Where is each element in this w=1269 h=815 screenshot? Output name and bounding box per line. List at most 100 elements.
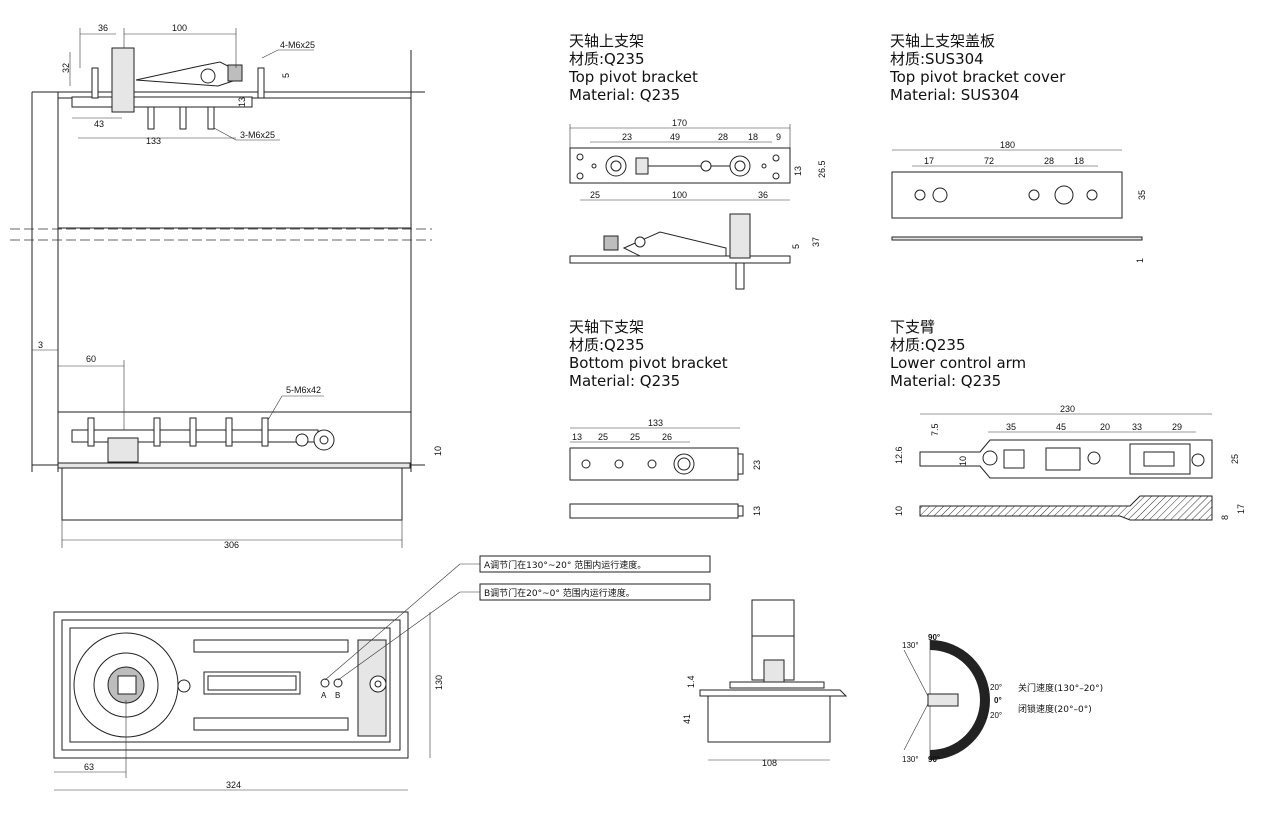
main-dim-32: 32 [61,63,71,73]
main-dim-3: 3 [38,340,43,350]
tpc-dim-35: 35 [1137,190,1147,200]
main-dim-36: 36 [98,23,108,33]
main-dim-43: 43 [94,119,104,129]
main-dim-100: 100 [172,23,187,33]
lower-control-arm-title-cn: 下支臂 [890,318,936,336]
lca-dim-35: 35 [1006,422,1016,432]
speed-angle-20-top: 20° [990,683,1002,692]
tpb-dim-23: 23 [622,132,632,142]
closing-speed-label: 关门速度(130°–20°) [1018,682,1103,694]
lower-control-arm-material-cn: 材质:Q235 [890,336,966,354]
lca-dim-17: 17 [1236,504,1246,514]
tpb-dim-18: 18 [748,132,758,142]
tpb-dim-25: 25 [590,190,600,200]
lower-control-arm-title-block: 下支臂 材质:Q235 Lower control arm Material: … [890,318,1026,390]
top-pivot-cover-view: 180 17 72 28 18 35 1 [891,140,1147,263]
body-dim-63: 63 [84,762,94,772]
closer-side-view: 1.4 41 108 [682,599,848,768]
speed-angle-90-bottom: 90° [928,755,940,764]
bpb-dim-25a: 25 [598,432,608,442]
note-valve-b: B调节门在20°~0° 范围内运行速度。 [484,587,635,599]
speed-angle-130-top: 130° [902,641,919,650]
top-pivot-bracket-title-en: Top pivot bracket [569,68,698,86]
main-dim-133: 133 [146,136,161,146]
tpb-dim-26-5: 26.5 [817,160,827,178]
top-pivot-cover-title-en: Top pivot bracket cover [890,68,1066,86]
body-dim-130: 130 [434,675,444,690]
bottom-pivot-bracket-view: 133 13 25 25 26 23 13 [569,418,762,519]
body-dim-324: 324 [226,780,241,790]
bpb-dim-25b: 25 [630,432,640,442]
tpb-dim-100: 100 [672,190,687,200]
tpc-dim-18: 18 [1074,156,1084,166]
side-dim-1-4: 1.4 [686,675,696,688]
lca-dim-10: 10 [958,456,968,466]
valve-a-label: A [321,691,327,700]
lca-dim-10-side: 10 [894,506,904,516]
lower-control-arm-view: 230 7.5 35 45 20 33 29 12.6 10 25 10 8 1… [894,404,1246,521]
speed-diagram: 130° 90° 130° 90° 20° 0° 20° 关门速度(130°–2… [902,633,1103,764]
lca-dim-7-5: 7.5 [930,423,940,436]
lca-dim-230: 230 [1060,404,1075,414]
lca-dim-45: 45 [1056,422,1066,432]
note-valve-a: A调节门在130°~20° 范围内运行速度。 [484,559,646,571]
lca-dim-25: 25 [1230,454,1240,464]
main-label-4-m6x25: 4-M6x25 [280,40,315,50]
latch-speed-label: 闭锁速度(20°–0°) [1018,703,1092,715]
tpb-dim-37: 37 [811,237,821,247]
tpc-dim-1: 1 [1135,258,1145,263]
lower-control-arm-material-en: Material: Q235 [890,372,1002,390]
bpb-dim-133: 133 [648,418,663,428]
tpb-dim-5: 5 [791,244,801,249]
top-pivot-cover-title-cn: 天轴上支架盖板 [890,32,996,50]
tpc-dim-17: 17 [924,156,934,166]
tpb-dim-49: 49 [670,132,680,142]
lca-dim-29: 29 [1172,422,1182,432]
main-label-3-m6x25: 3-M6x25 [240,130,275,140]
closer-body-plan-view: A B A调节门在130°~20° 范围内运行速度。 B调节门在20°~0° 范… [53,555,711,791]
main-label-5-m6x42: 5-M6x42 [286,385,321,395]
top-pivot-bracket-title-block: 天轴上支架 材质:Q235 Top pivot bracket Material… [569,32,698,104]
bpb-dim-13: 13 [572,432,582,442]
main-dim-5: 5 [281,73,291,78]
tpb-dim-9: 9 [776,132,781,142]
main-dim-60: 60 [86,354,96,364]
top-pivot-bracket-material-cn: 材质:Q235 [569,50,645,68]
tpb-dim-36: 36 [758,190,768,200]
speed-angle-130-bottom: 130° [902,755,919,764]
tpc-dim-180: 180 [1000,140,1015,150]
bottom-pivot-bracket-title-block: 天轴下支架 材质:Q235 Bottom pivot bracket Mater… [569,318,728,390]
top-pivot-bracket-material-en: Material: Q235 [569,86,681,104]
main-dim-306: 306 [224,540,239,550]
speed-angle-20-bottom: 20° [990,711,1002,720]
top-pivot-cover-title-block: 天轴上支架盖板 材质:SUS304 Top pivot bracket cove… [890,32,1065,104]
speed-angle-0: 0° [994,696,1002,705]
bottom-pivot-bracket-material-cn: 材质:Q235 [569,336,645,354]
lca-dim-33: 33 [1132,422,1142,432]
bpb-dim-23: 23 [752,460,762,470]
lca-dim-12-6: 12.6 [894,446,904,464]
bottom-pivot-bracket-material-en: Material: Q235 [569,372,681,390]
lca-dim-8: 8 [1220,515,1230,520]
speed-angle-90-top: 90° [928,633,940,642]
tpb-dim-28: 28 [718,132,728,142]
main-dim-13: 13 [237,97,247,107]
side-dim-108: 108 [762,758,777,768]
main-door-assembly-view: 36 100 32 4-M6x25 5 13 43 133 3-M6x25 3 … [10,23,443,550]
lower-control-arm-title-en: Lower control arm [890,354,1027,372]
top-pivot-cover-material-cn: 材质:SUS304 [890,50,984,68]
main-dim-10: 10 [433,446,443,456]
tpb-dim-170: 170 [672,118,687,128]
tpb-dim-13: 13 [793,166,803,176]
tpc-dim-28: 28 [1044,156,1054,166]
valve-b-label: B [335,691,340,700]
bottom-pivot-bracket-title-cn: 天轴下支架 [569,318,645,336]
top-pivot-bracket-view: 170 23 49 28 18 9 13 26.5 25 100 [569,118,827,290]
bpb-dim-26: 26 [662,432,672,442]
bpb-dim-13-side: 13 [752,506,762,516]
side-dim-41: 41 [682,714,692,724]
lca-dim-20: 20 [1100,422,1110,432]
top-pivot-bracket-title-cn: 天轴上支架 [569,32,645,50]
